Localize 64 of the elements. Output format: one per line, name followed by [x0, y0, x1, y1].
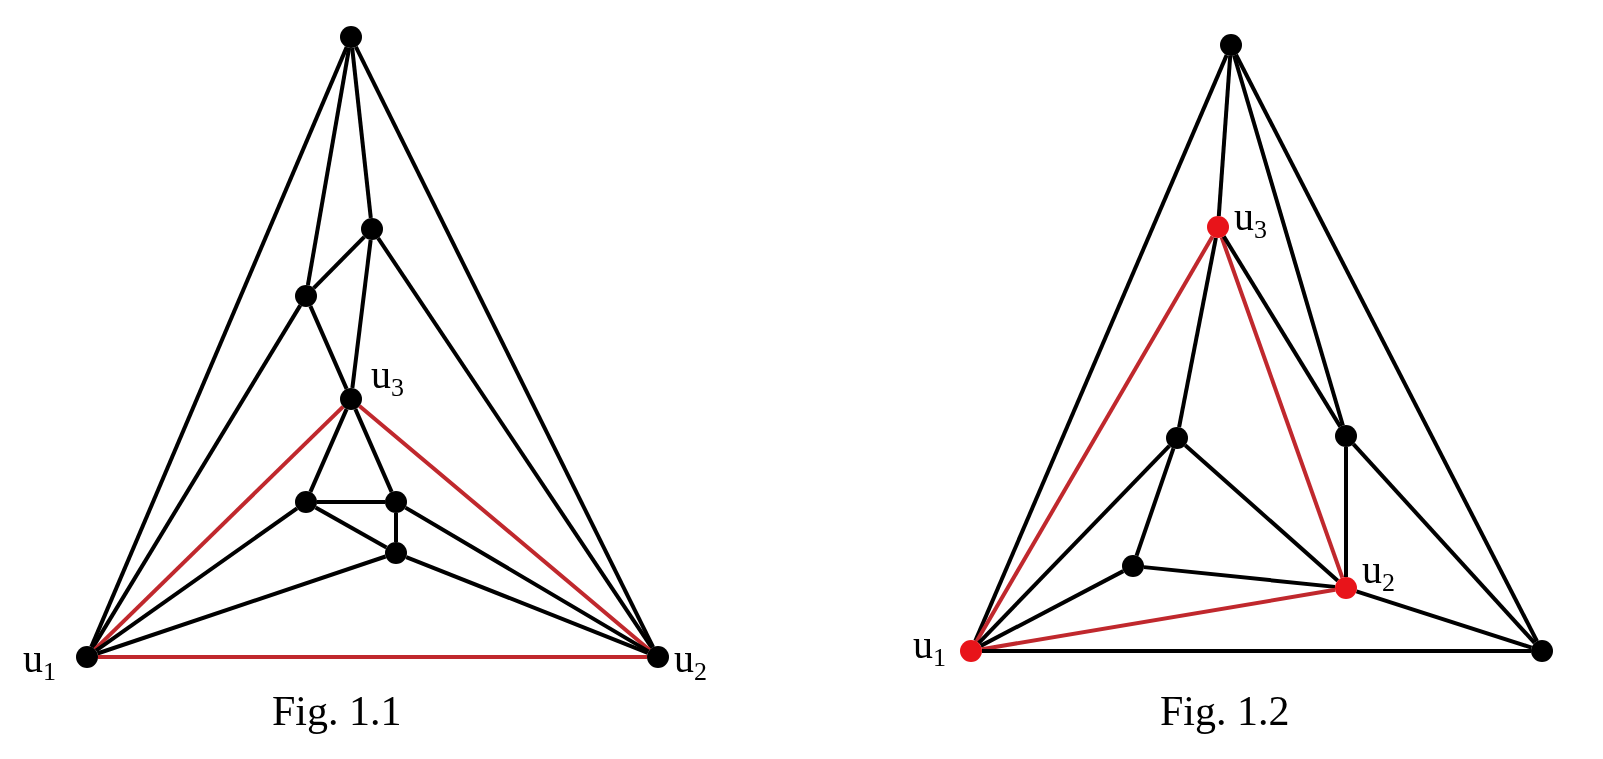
graph-edge — [1232, 55, 1345, 426]
graph-edge — [1355, 589, 1533, 650]
graph-edge — [1344, 447, 1348, 577]
graph-edge — [981, 587, 1336, 652]
vertex-dot — [295, 285, 317, 307]
vertex-dot — [385, 542, 407, 564]
graph-edge — [314, 505, 388, 550]
graph-edge — [98, 655, 647, 659]
vertex-label: u$_{1}$ — [23, 639, 56, 679]
graph-edge — [89, 46, 349, 648]
graph-edge — [91, 304, 302, 649]
vertex-dot — [1335, 577, 1357, 599]
graph-edge — [1183, 443, 1340, 583]
graph-edge — [354, 45, 655, 649]
vertex-dot — [960, 640, 982, 662]
vertex-dot — [340, 388, 362, 410]
graph-edge — [977, 444, 1171, 645]
graph-edge — [979, 569, 1125, 648]
graph-edge — [350, 239, 373, 389]
vertex-dot — [647, 646, 669, 668]
vertex-dot — [340, 26, 362, 48]
graph-edge — [94, 506, 299, 653]
vertex-dot — [1207, 216, 1229, 238]
vertex-label: u$_{1}$ — [913, 625, 946, 665]
graph-edge — [308, 408, 349, 493]
vertex-label: u$_{3}$ — [371, 355, 404, 395]
graph-edge — [973, 54, 1229, 642]
graph-edge — [1234, 53, 1539, 643]
vertex-dot — [295, 491, 317, 513]
graph-edge — [350, 47, 373, 219]
vertex-dot — [1166, 427, 1188, 449]
vertex-label: u$_{3}$ — [1234, 197, 1267, 237]
graph-edge — [394, 513, 398, 542]
graph-edge — [404, 505, 650, 654]
graph-edge — [1134, 447, 1176, 557]
graph-edge — [358, 404, 651, 652]
graph-edge — [312, 235, 366, 290]
graph-edge — [982, 649, 1531, 653]
vertex-dot — [1531, 640, 1553, 662]
graph-edge — [974, 235, 1215, 643]
graph-edge — [1216, 55, 1233, 217]
vertex-label: u$_{2}$ — [1362, 550, 1395, 590]
graph-edge — [96, 554, 387, 656]
vertex-dot — [76, 646, 98, 668]
vertex-dot — [361, 218, 383, 240]
graph-edge — [376, 237, 654, 649]
vertex-label: u$_{2}$ — [674, 639, 707, 679]
graph-edge — [405, 555, 649, 655]
graph-edge — [317, 500, 385, 504]
graph-edge — [1222, 235, 1342, 428]
graph-edge — [1177, 237, 1218, 428]
graph-edge — [1219, 236, 1345, 579]
graph-edge — [353, 408, 394, 493]
vertex-dot — [1220, 34, 1242, 56]
graph-edge — [308, 305, 349, 390]
figure-caption: Fig. 1.1 — [272, 690, 402, 732]
vertex-dot — [1335, 425, 1357, 447]
vertex-dot — [385, 491, 407, 513]
graph-edge — [1143, 565, 1336, 589]
graph-edge — [1351, 442, 1537, 645]
graph-edge — [305, 47, 352, 286]
vertex-dot — [1122, 555, 1144, 577]
figure-caption: Fig. 1.2 — [1160, 690, 1290, 732]
graph-edge — [93, 405, 345, 651]
